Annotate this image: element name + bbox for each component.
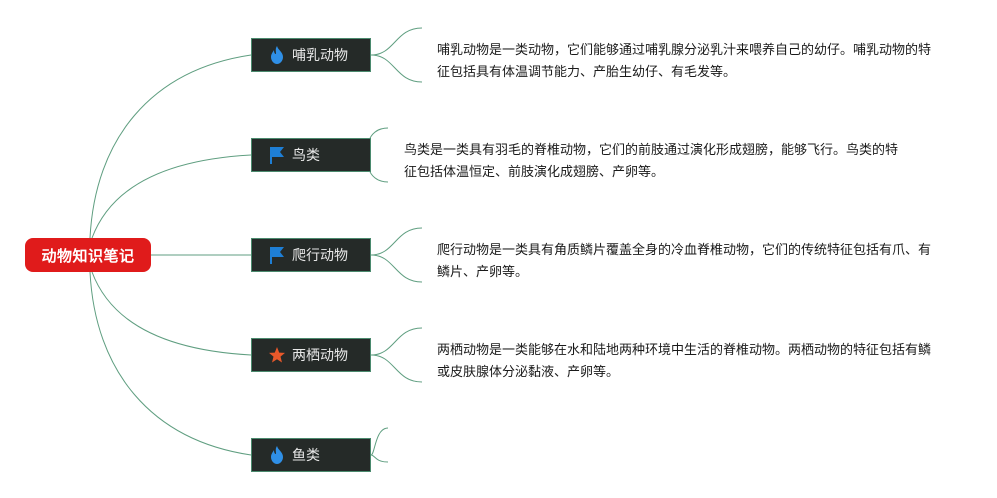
- flag-icon: [268, 245, 286, 265]
- topic-mammals[interactable]: 哺乳动物: [251, 38, 371, 72]
- topic-label: 鱼类: [292, 448, 320, 464]
- note-reptiles: 爬行动物是一类具有角质鳞片覆盖全身的冷血脊椎动物，它们的传统特征包括有爪、有鳞片…: [437, 243, 932, 280]
- note-amphibians: 两栖动物是一类能够在水和陆地两种环境中生活的脊椎动物。两栖动物的特征包括有鳞或皮…: [437, 343, 932, 380]
- topic-fish[interactable]: 鱼类: [251, 438, 371, 472]
- topic-amphibians[interactable]: 两栖动物: [251, 338, 371, 372]
- topic-birds[interactable]: 鸟类: [251, 138, 371, 172]
- flag-icon: [268, 145, 286, 165]
- note-birds: 鸟类是一类具有羽毛的脊椎动物，它们的前肢通过演化形成翅膀，能够飞行。鸟类的特征包…: [404, 143, 899, 180]
- note-mammals: 哺乳动物是一类动物，它们能够通过哺乳腺分泌乳汁来喂养自己的幼仔。哺乳动物的特征包…: [437, 43, 932, 80]
- root-label: 动物知识笔记: [41, 246, 135, 265]
- topic-reptiles[interactable]: 爬行动物: [251, 238, 371, 272]
- topic-label: 鸟类: [292, 148, 320, 164]
- fire-icon: [268, 45, 286, 65]
- root-node[interactable]: 动物知识笔记: [25, 238, 151, 272]
- topic-label: 两栖动物: [292, 348, 348, 364]
- topic-label: 哺乳动物: [292, 48, 348, 64]
- star-icon: [268, 345, 286, 365]
- fire-icon: [268, 445, 286, 465]
- topic-label: 爬行动物: [292, 248, 348, 264]
